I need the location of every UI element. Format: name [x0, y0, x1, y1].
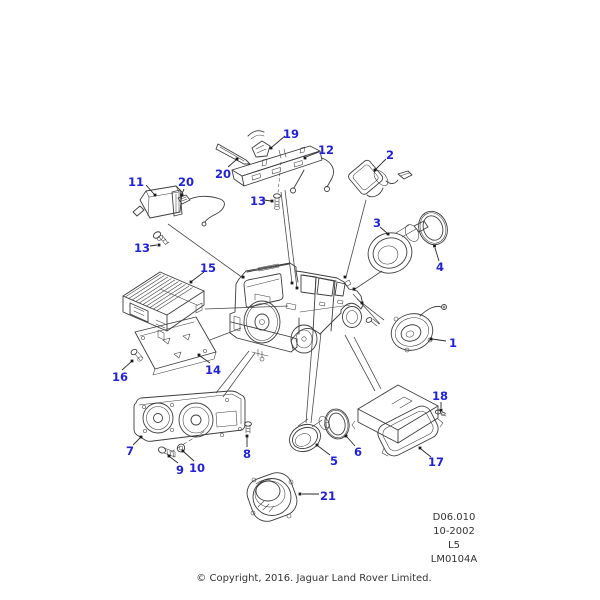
- part-20-harness-lead-left: [177, 194, 225, 227]
- callout-16[interactable]: 16: [112, 370, 128, 384]
- ref-code-line-2: 10-2002: [433, 526, 475, 537]
- part-17-amplifier: [351, 384, 444, 457]
- callout-2[interactable]: 2: [386, 148, 394, 162]
- callout-18[interactable]: 18: [432, 389, 448, 403]
- part-9-bolt: [158, 446, 176, 458]
- part-16-screw: [130, 348, 144, 362]
- callout-13-left[interactable]: 13: [134, 241, 150, 255]
- part-10-washer: [176, 443, 186, 453]
- part-19-harness-clip: [247, 130, 271, 158]
- part-15-amplifier: [122, 271, 205, 341]
- callout-14[interactable]: 14: [205, 363, 221, 377]
- callout-labels: 1 2 3 4 5 6 7 8 9 10 11 12 13 13 14 15 1…: [112, 127, 457, 503]
- part-screw-near-1: [365, 317, 380, 327]
- ref-code-line-1: D06.010: [433, 512, 476, 523]
- leader-lines: [167, 189, 385, 424]
- part-8-screw: [244, 421, 252, 434]
- part-4-trim-ring: [418, 210, 448, 246]
- callout-20-top[interactable]: 20: [215, 167, 231, 181]
- callout-9[interactable]: 9: [176, 463, 184, 477]
- callout-17[interactable]: 17: [428, 455, 444, 469]
- callout-15[interactable]: 15: [200, 261, 216, 275]
- part-6-trim-ring: [324, 408, 350, 440]
- part-14-bracket: [134, 316, 217, 376]
- part-3-speaker: [367, 220, 429, 274]
- part-11-control-module: [132, 185, 183, 219]
- part-12-roof-unit: [231, 145, 334, 194]
- callout-3[interactable]: 3: [373, 216, 381, 230]
- callout-8[interactable]: 8: [243, 447, 251, 461]
- copyright-text: © Copyright, 2016. Jaguar Land Rover Lim…: [196, 573, 431, 584]
- callout-13-top[interactable]: 13: [250, 194, 266, 208]
- callout-7[interactable]: 7: [126, 444, 134, 458]
- callout-leaders: [121, 135, 447, 496]
- part-2-tweeter: [348, 159, 413, 198]
- part-1-speaker: [390, 304, 447, 353]
- part-21-subwoofer: [246, 472, 298, 522]
- ref-code-line-3: L5: [448, 540, 460, 551]
- part-5-speaker: [289, 416, 330, 453]
- callout-6[interactable]: 6: [354, 445, 362, 459]
- ref-code-line-4: LM0104A: [431, 554, 478, 565]
- callout-4[interactable]: 4: [436, 260, 444, 274]
- callout-5[interactable]: 5: [330, 454, 338, 468]
- part-18-screw: [434, 409, 447, 417]
- callout-10[interactable]: 10: [189, 461, 205, 475]
- vehicle-illustration: [229, 262, 364, 362]
- callout-12[interactable]: 12: [318, 143, 334, 157]
- part-13-screw-left: [152, 231, 170, 246]
- part-7-twin-speaker-assembly: [133, 390, 246, 453]
- part-13-screw-top: [273, 193, 281, 210]
- callout-21[interactable]: 21: [320, 489, 336, 503]
- ref-code-block: D06.010 10-2002 L5 LM0104A: [431, 512, 478, 565]
- callout-19[interactable]: 19: [283, 127, 299, 141]
- callout-11[interactable]: 11: [128, 175, 144, 189]
- callout-20-left[interactable]: 20: [178, 175, 194, 189]
- part-20-trim-stick: [215, 143, 251, 165]
- callout-1[interactable]: 1: [449, 336, 457, 350]
